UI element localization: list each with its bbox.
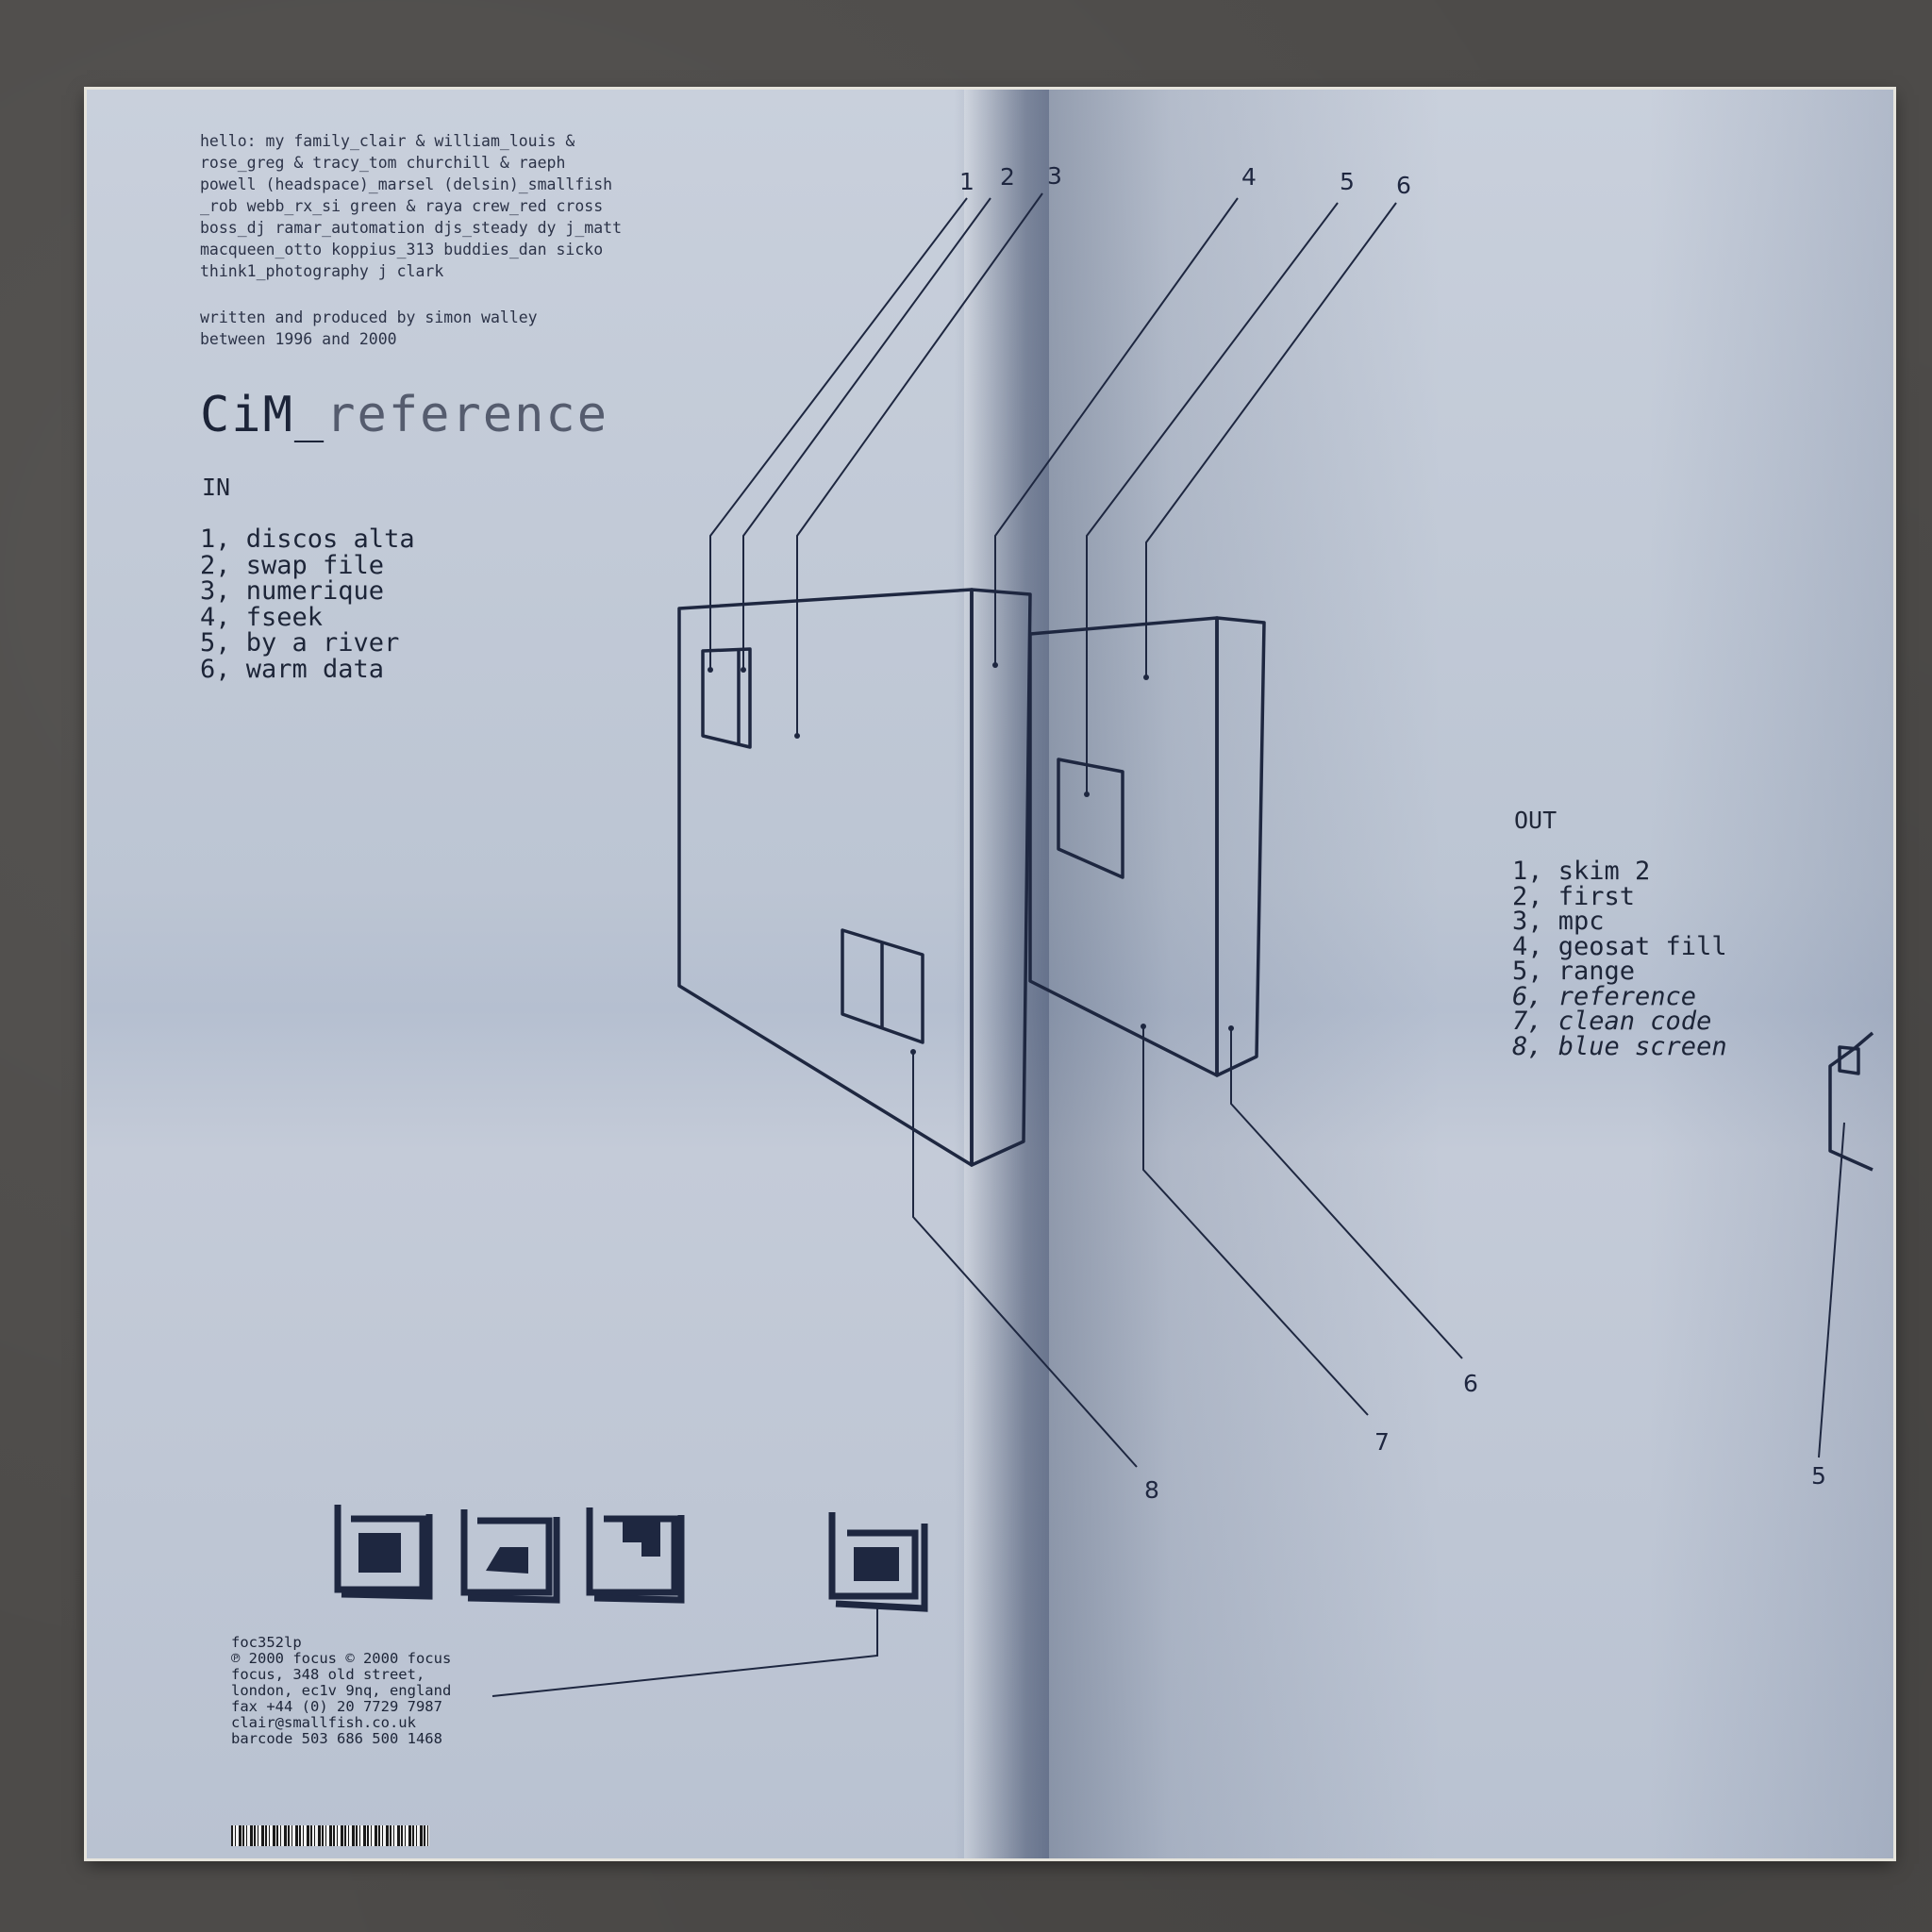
leader-line-5b (1818, 1122, 1845, 1458)
side-in-tracklist: 1, discos alta 2, swap file 3, numerique… (200, 526, 415, 682)
barcode (231, 1825, 429, 1846)
track-item: 1, discos alta (200, 525, 415, 554)
track-item: 5, range (1512, 957, 1636, 986)
side-out-tracklist: 1, skim 2 2, first 3, mpc 4, geosat fill… (1512, 857, 1727, 1061)
leader-line-1 (709, 197, 968, 670)
left-box-front (677, 588, 974, 1167)
track-item: 7, clean code (1512, 1007, 1712, 1036)
logo-leader-line (491, 1608, 878, 1697)
focus-logo-4 (828, 1512, 928, 1612)
artist-name: CiM_ (200, 387, 326, 443)
diagram-number: 4 (1241, 163, 1257, 191)
diagram-number: 3 (1047, 162, 1062, 190)
leader-line-6 (1145, 202, 1397, 677)
track-item: 1, skim 2 (1512, 857, 1651, 886)
left-window-upper (701, 647, 752, 749)
track-item: 3, numerique (200, 576, 385, 606)
leader-line-7 (1142, 1026, 1369, 1416)
label-imprint: foc352lp ℗ 2000 focus © 2000 focus focus… (231, 1634, 452, 1747)
leader-line-8 (912, 1052, 1138, 1468)
track-item: 3, mpc (1512, 907, 1605, 936)
diagram-number: 5 (1340, 168, 1355, 195)
track-item: 5, by a river (200, 628, 400, 658)
diagram-number: 2 (1000, 163, 1015, 191)
fold-shadow (964, 90, 1049, 1858)
leader-line-3 (796, 192, 1043, 736)
diagram-number: 1 (959, 168, 974, 195)
track-item: 8, blue screen (1512, 1031, 1727, 1061)
leader-line-2 (742, 197, 991, 670)
diagram-number: 5 (1811, 1462, 1826, 1490)
track-item: 4, geosat fill (1512, 931, 1727, 961)
thanks-credits: hello: my family_clair & william_louis &… (200, 132, 623, 280)
leader-line-5 (1086, 202, 1339, 794)
diagram-number: 8 (1144, 1476, 1159, 1504)
track-item: 6, warm data (200, 654, 385, 684)
album-name: reference (325, 387, 608, 443)
left-window-lower (841, 928, 924, 1044)
side-in-label: IN (202, 474, 231, 501)
leader-line-4 (994, 197, 1239, 665)
track-item: 2, swap file (200, 550, 385, 580)
diagram-number: 6 (1463, 1370, 1478, 1397)
track-item: 4, fseek (200, 602, 324, 632)
leader-line-6b (1230, 1028, 1463, 1359)
written-by: written and produced by simon walley bet… (200, 308, 538, 348)
edge-shadow (1648, 90, 1893, 1858)
diagram-number: 6 (1396, 172, 1411, 199)
right-box-side (1215, 616, 1266, 1077)
focus-logo-1 (334, 1505, 433, 1600)
track-item: 6, reference (1512, 981, 1697, 1011)
track-item: 2, first (1512, 881, 1636, 911)
diagram-number: 7 (1374, 1428, 1390, 1456)
focus-logo-2 (460, 1509, 560, 1604)
right-window (1057, 758, 1124, 879)
album-title: CiM_reference (200, 387, 608, 443)
side-out-label: OUT (1514, 807, 1557, 834)
focus-logo-1-fill (358, 1533, 401, 1573)
left-box-side (970, 588, 1032, 1167)
